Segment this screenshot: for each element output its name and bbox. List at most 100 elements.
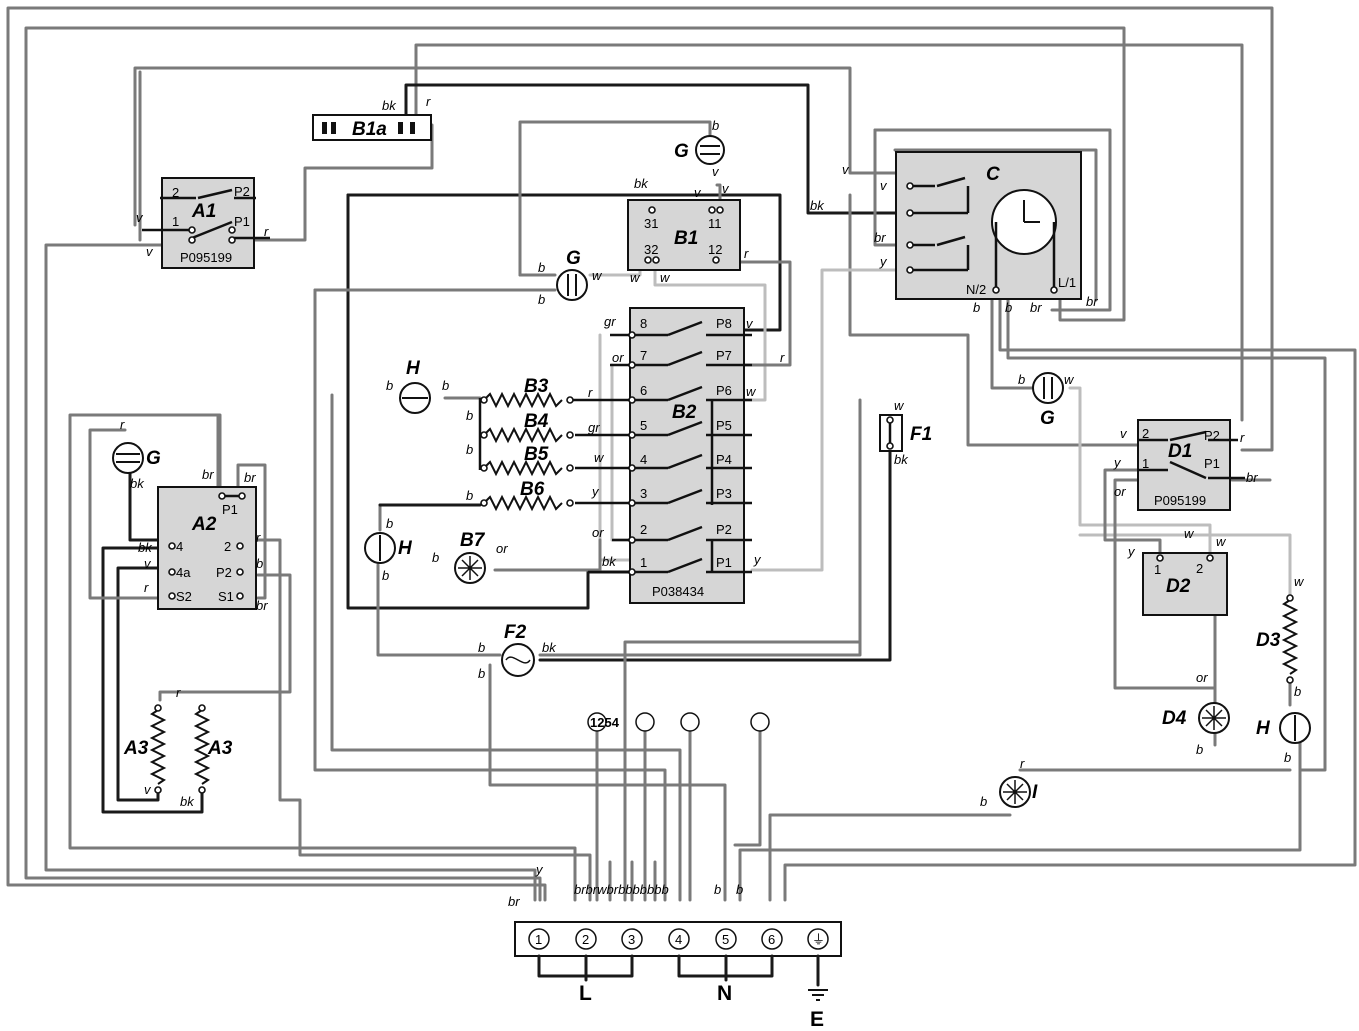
a2-wire-v: v	[144, 556, 152, 571]
a2-pin-4a: 4a	[176, 565, 191, 580]
b2-wire-w2: w	[746, 384, 757, 399]
group-l: L	[579, 982, 592, 1005]
timer-c-wire-br2: br	[1030, 300, 1042, 315]
a1-wire-v2: v	[146, 244, 154, 259]
motor-i-wire-r: r	[1020, 756, 1025, 771]
timer-c-wire-y: y	[879, 254, 888, 269]
neon-g-mid-wire-w: w	[592, 268, 603, 283]
b2-pin-4: 4	[640, 452, 647, 467]
neon-g-right-wire-w: w	[1064, 372, 1075, 387]
group-n: N	[717, 982, 732, 1005]
a1-pin-p1: P1	[234, 214, 250, 229]
b2-label: B2	[672, 402, 697, 423]
heater-b6-label: B6	[520, 479, 545, 500]
timer-c-pin-l1: L/1	[1058, 275, 1076, 290]
d1-wire-y: y	[1113, 455, 1122, 470]
neon-g-right-label: G	[1040, 408, 1055, 429]
terminal-2: 2	[582, 932, 589, 947]
lamp-h-right-wire-b2: b	[1284, 750, 1291, 765]
a2-wire-r2: r	[256, 530, 261, 545]
d2-pin-1: 1	[1154, 562, 1161, 577]
b2-pin-p1: P1	[716, 555, 732, 570]
a2-wire-r: r	[144, 580, 149, 595]
a2-pin-p1: P1	[222, 502, 238, 517]
lamp-h-top-wire-b1: b	[386, 378, 393, 393]
a3-wire-v: v	[144, 782, 152, 797]
b1-label: B1	[674, 228, 698, 249]
b1-pin-12: 12	[708, 242, 722, 257]
b1a-wire-r: r	[426, 94, 431, 109]
b1a-wire-bk: bk	[382, 98, 397, 113]
a2-wire-b: b	[256, 556, 263, 571]
terminal-3: 3	[628, 932, 635, 947]
inner-wires	[313, 120, 900, 902]
b2-pin-p8: P8	[716, 316, 732, 331]
a2-wire-br1: br	[202, 467, 214, 482]
d1-wire-r: r	[1240, 430, 1245, 445]
timer-c-wire-bk: bk	[810, 198, 825, 213]
a1-pin-p2: P2	[234, 184, 250, 199]
terminal-block: br y brbrwbrbbbbbbb b b 1 2 3 4 5 6 ⏚ L …	[508, 862, 842, 1031]
b2-switch-rows	[570, 320, 752, 576]
motor-b7-wire-or: or	[496, 541, 508, 556]
timer-c-wire-v2: v	[880, 178, 888, 193]
a2-wires	[88, 413, 292, 814]
motor-i-wire-b: b	[980, 794, 987, 809]
relay-d1: 2 P2 1 P1 D1 P095199 v y or r br	[1113, 419, 1258, 511]
timer-c: C N/2 L/1 v v bk br y b b br br	[810, 151, 1098, 315]
b2-wire-r2: r	[780, 350, 785, 365]
d1-label: D1	[1168, 441, 1192, 462]
b2-pin-2: 2	[640, 522, 647, 537]
a2-pin-p2: P2	[216, 565, 232, 580]
d1-pin-p2: P2	[1204, 428, 1220, 443]
motor-d4-label: D4	[1162, 708, 1187, 729]
component-b1: 31 11 32 12 B1 bk v v r w w	[627, 176, 749, 285]
terminal-1: 1	[535, 932, 542, 947]
lamp-h-mid-wire-b2: b	[382, 568, 389, 583]
heaters-b: B3 B4 B5 B6 b b b	[466, 376, 574, 512]
d2-label: D2	[1166, 576, 1191, 597]
a1-pin-1: 1	[172, 214, 179, 229]
timer-c-wire-br: br	[874, 230, 886, 245]
b2-wire-gr2: gr	[588, 420, 600, 435]
b2-pin-3: 3	[640, 486, 647, 501]
a2-pin-4: 4	[176, 539, 183, 554]
component-b1a: B1a bk r	[312, 94, 432, 141]
fuse-f1: F1 w bk	[879, 398, 932, 467]
a1-wire-v1: v	[136, 210, 144, 225]
a1-code: P095199	[180, 250, 232, 265]
b1a-label: B1a	[352, 119, 387, 140]
motor-b7: B7 b or	[432, 530, 508, 584]
b1-wire-v2: v	[722, 181, 730, 196]
heater-d3: D3 w	[1256, 574, 1305, 684]
lamp-h-mid-wire-b1: b	[386, 516, 393, 531]
b2-pin-p4: P4	[716, 452, 732, 467]
b2-pin-p2: P2	[716, 522, 732, 537]
neon-g-left-wire-bk: bk	[130, 476, 145, 491]
heater-b4-label: B4	[524, 411, 549, 432]
b2-pin-p7: P7	[716, 348, 732, 363]
aux-code: 1254	[590, 715, 620, 730]
tb-wire-b2: b	[736, 882, 743, 897]
a2-pin-2: 2	[224, 539, 231, 554]
neon-g-mid-wire-b1: b	[538, 260, 545, 275]
b2-pin-p3: P3	[716, 486, 732, 501]
fuse-f2-wire-b1: b	[478, 640, 485, 655]
heater-b3-label: B3	[524, 376, 549, 397]
b1-pin-31: 31	[644, 216, 658, 231]
fuse-f2: F2 b b bk	[478, 622, 557, 681]
lamp-h-right-label: H	[1256, 718, 1271, 739]
terminal-4: 4	[675, 932, 682, 947]
b2-pin-6: 6	[640, 383, 647, 398]
relay-a1: 2 P2 1 P1 A1 P095199 v v r	[136, 177, 270, 269]
heater-b5-label: B5	[524, 444, 549, 465]
b2-pin-7: 7	[640, 348, 647, 363]
a2-wire-bk: bk	[138, 540, 153, 555]
d1-wire-br: br	[1246, 470, 1258, 485]
d2-wire-w2: w	[1216, 534, 1227, 549]
lamp-h-right-wire-b1: b	[1294, 684, 1301, 699]
a1-wire-r: r	[264, 224, 269, 239]
neon-g-top-wire-v: v	[712, 164, 720, 179]
heater-d3-label: D3	[1256, 630, 1281, 651]
d1-wire-v: v	[1120, 426, 1128, 441]
